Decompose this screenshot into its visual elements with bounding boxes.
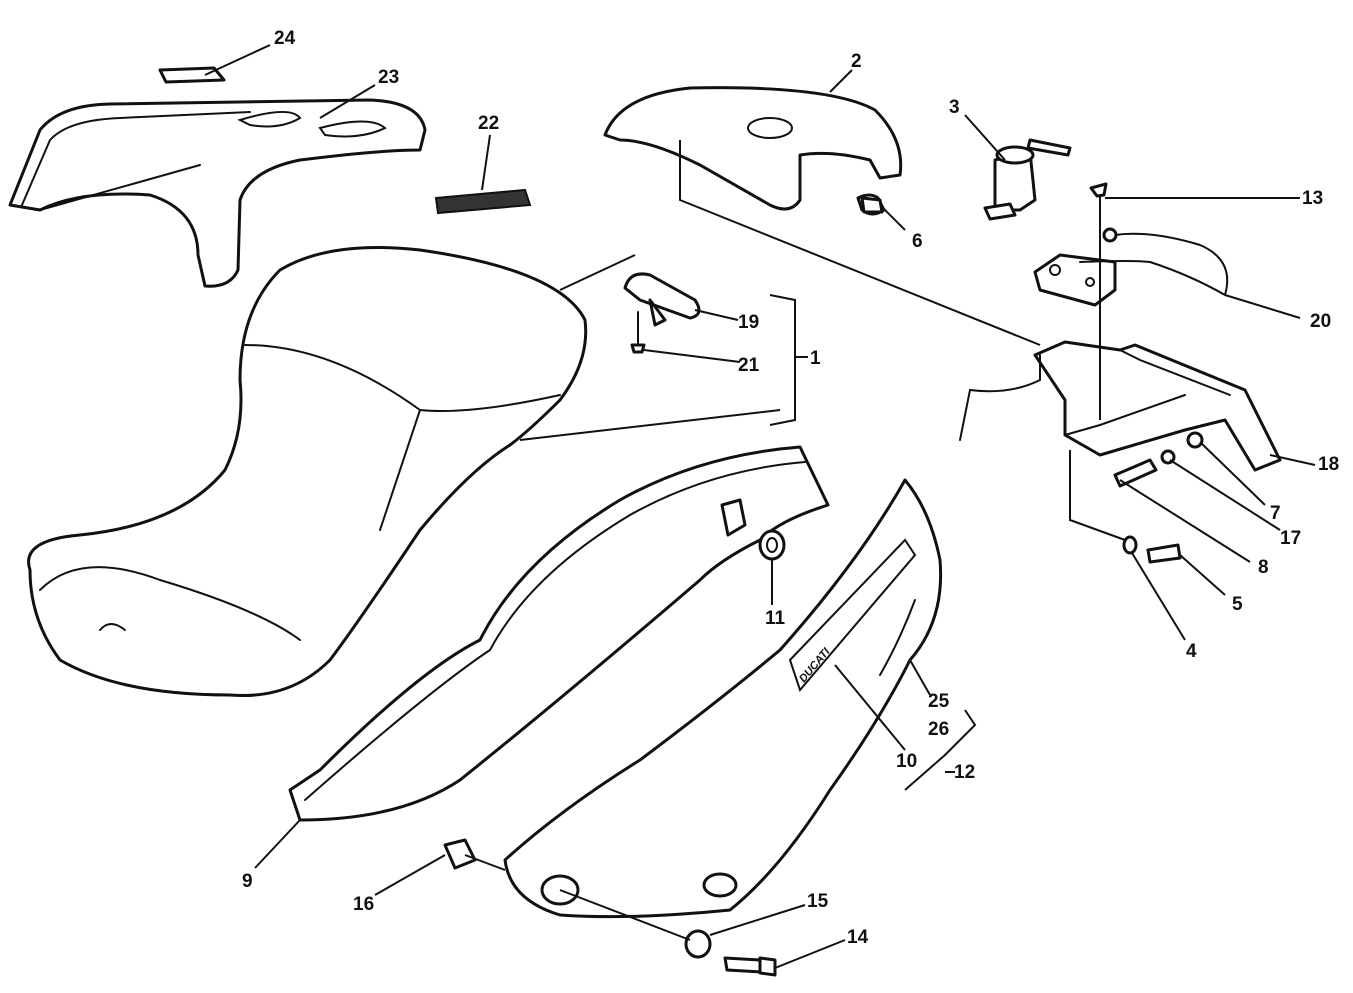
part-13-screw	[1089, 182, 1108, 229]
callout-3: 3	[949, 97, 960, 118]
part-14-bolt	[723, 956, 777, 977]
callout-22: 22	[478, 113, 499, 134]
callout-20: 20	[1310, 311, 1331, 332]
callout-13: 13	[1302, 188, 1323, 209]
part-23-tail-cover	[8, 98, 427, 288]
callout-25: 25	[928, 691, 950, 712]
callout-7: 7	[1270, 503, 1281, 524]
callout-2: 2	[851, 51, 862, 72]
callout-17: 17	[1280, 528, 1301, 549]
callout-14: 14	[847, 927, 869, 948]
part-5-bolt	[1146, 543, 1182, 564]
part-11-grommet	[758, 529, 786, 561]
callout-labels: 24 23 22 2 3 13 6 20 19 21 1 18 7 17 8 5…	[242, 28, 1339, 948]
callout-1: 1	[810, 348, 821, 369]
callout-5: 5	[1232, 594, 1243, 615]
callout-26: 26	[928, 719, 949, 740]
part-9-side-panel	[288, 445, 830, 822]
part-1-seat	[27, 246, 588, 698]
leader-lines	[204, 44, 1316, 969]
part-8-bolt	[1113, 458, 1158, 488]
callout-24: 24	[274, 28, 296, 49]
part-21-screw	[630, 311, 646, 354]
part-6-nut	[860, 196, 884, 214]
callout-11: 11	[765, 608, 786, 629]
callout-16: 16	[353, 894, 374, 915]
part-20-cable-and-plate	[1033, 227, 1229, 307]
part-7-washer	[1186, 431, 1204, 449]
part-24-badge	[158, 66, 226, 84]
callout-19: 19	[738, 312, 759, 333]
callout-18: 18	[1318, 454, 1339, 475]
part-16-spacer	[443, 838, 477, 870]
callout-21: 21	[738, 355, 760, 376]
callout-4: 4	[1186, 641, 1197, 662]
part-15-grommet	[684, 929, 712, 959]
callout-23: 23	[378, 67, 399, 88]
part-18-bracket	[959, 340, 1282, 472]
part-12-side-cover	[503, 478, 943, 919]
callout-9: 9	[242, 871, 253, 892]
callout-10: 10	[896, 751, 917, 772]
part-22-strip	[434, 188, 532, 215]
part-19-plate	[623, 272, 701, 327]
part-4-washer	[1122, 535, 1138, 555]
callout-6: 6	[912, 231, 923, 252]
part-2-tail-hump	[603, 86, 903, 216]
callout-15: 15	[807, 891, 829, 912]
part-3-lock	[983, 138, 1072, 221]
callout-8: 8	[1258, 557, 1269, 578]
callout-12: 12	[954, 762, 975, 783]
